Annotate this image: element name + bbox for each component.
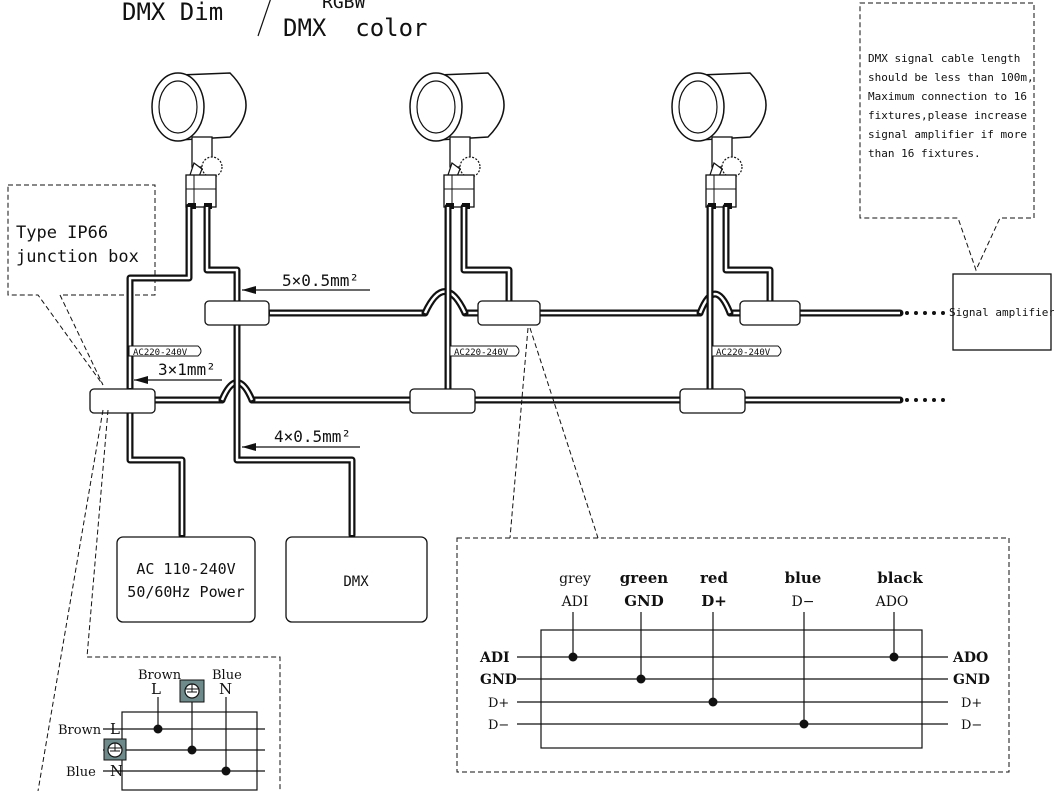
ac-tag-3-text: AC220-240V <box>716 348 771 358</box>
ground-icon-left <box>103 738 127 761</box>
connector-power-1 <box>89 388 156 414</box>
note-line-3: Maximum connection to 16 <box>868 90 1027 103</box>
wire-signal-dplus: D+ <box>701 592 727 610</box>
signal-amplifier-box <box>952 273 1052 351</box>
note-line-5: signal amplifier if more <box>868 128 1027 141</box>
cable-label-dmx: 4×0.5mm² <box>242 427 360 451</box>
connector-signal-3 <box>739 300 801 326</box>
note-line-2: should be less than 100m, <box>868 71 1034 84</box>
dmx-controller-label: DMX <box>343 574 369 590</box>
wire-color-grey: grey <box>559 571 591 587</box>
junction-callout <box>7 184 156 386</box>
note-line-1: DMX signal cable length <box>868 52 1020 65</box>
header-rgbw: RGBW <box>322 0 366 13</box>
ac-tag-2: AC220-240V <box>449 345 520 358</box>
pw-top-brown: Brown <box>138 668 182 683</box>
power-bus <box>151 379 904 404</box>
wire-color-green: green <box>620 569 668 587</box>
connector-signal-2 <box>477 300 541 326</box>
wiring-detail-leaders <box>509 327 599 539</box>
wire-color-red: red <box>700 569 728 587</box>
right-label-dminus: D− <box>961 718 982 733</box>
note-line-4: fixtures,please increase <box>868 109 1027 122</box>
connector-power-3 <box>679 388 746 414</box>
wire-color-blue: blue <box>785 569 822 587</box>
ac-tag-1: AC220-240V <box>128 345 202 358</box>
note-text: DMX signal cable length should be less t… <box>868 52 1034 160</box>
dmx-controller-box <box>285 536 428 623</box>
cable-signal-text: 5×0.5mm² <box>282 271 359 290</box>
pw-top-n: N <box>219 680 232 698</box>
junction-label-2: junction box <box>16 247 139 267</box>
wire-signal-adi: ADI <box>561 594 589 610</box>
power-wiring-lines <box>103 697 265 776</box>
pw-left-brown: Brown <box>58 723 102 738</box>
fixture-3 <box>671 72 767 210</box>
pw-left-n: N <box>110 762 123 780</box>
pw-top-l: L <box>151 680 161 698</box>
junction-label-1: Type IP66 <box>16 223 108 243</box>
wire-signal-dminus: D− <box>792 594 815 610</box>
note-callout <box>859 2 1035 272</box>
right-label-ado: ADO <box>952 650 988 666</box>
right-label-dplus: D+ <box>961 696 982 711</box>
cable-label-power: 3×1mm² <box>134 360 222 384</box>
fixture-1 <box>151 72 247 210</box>
wiring-lines <box>517 612 948 729</box>
wire-color-black: black <box>877 569 923 587</box>
header-dmx-dim: DMX Dim <box>122 0 223 26</box>
ac-tag-3: AC220-240V <box>711 345 782 358</box>
wiring-detail-frame <box>456 537 1010 773</box>
cable-dmx-text: 4×0.5mm² <box>274 427 351 446</box>
signal-bus <box>266 288 904 317</box>
fixture-2 <box>409 72 505 210</box>
ac-tag-1-text: AC220-240V <box>133 348 188 358</box>
pw-top-blue: Blue <box>212 668 242 683</box>
header-slash <box>257 0 271 37</box>
power-source-line-2: 50/60Hz Power <box>127 583 244 601</box>
power-source-box <box>116 536 256 623</box>
junction-detail-leaders <box>37 409 281 791</box>
wire-signal-gnd: GND <box>624 592 664 610</box>
note-line-6: than 16 fixtures. <box>868 147 981 160</box>
cable-power-text: 3×1mm² <box>158 360 216 379</box>
connector-signal-1 <box>204 300 270 326</box>
connector-power-2 <box>409 388 476 414</box>
right-label-gnd: GND <box>953 672 990 688</box>
continuation-dots <box>905 311 945 402</box>
wire-signal-ado: ADO <box>875 594 909 610</box>
pw-left-blue: Blue <box>66 765 96 780</box>
wiring-terminal-box <box>540 629 923 749</box>
left-label-gnd: GND <box>480 672 517 688</box>
left-label-dminus: D− <box>488 718 509 733</box>
left-label-adi: ADI <box>479 650 510 666</box>
power-source-line-1: AC 110-240V <box>136 560 235 578</box>
signal-amplifier-label: Signal amplifier <box>949 306 1054 319</box>
pw-left-l: L <box>110 720 120 738</box>
ground-icon <box>179 679 205 703</box>
left-label-dplus: D+ <box>488 696 509 711</box>
header-dmx-color: DMX color <box>283 14 428 42</box>
cable-label-signal: 5×0.5mm² <box>242 271 370 294</box>
ac-tag-2-text: AC220-240V <box>454 348 509 358</box>
